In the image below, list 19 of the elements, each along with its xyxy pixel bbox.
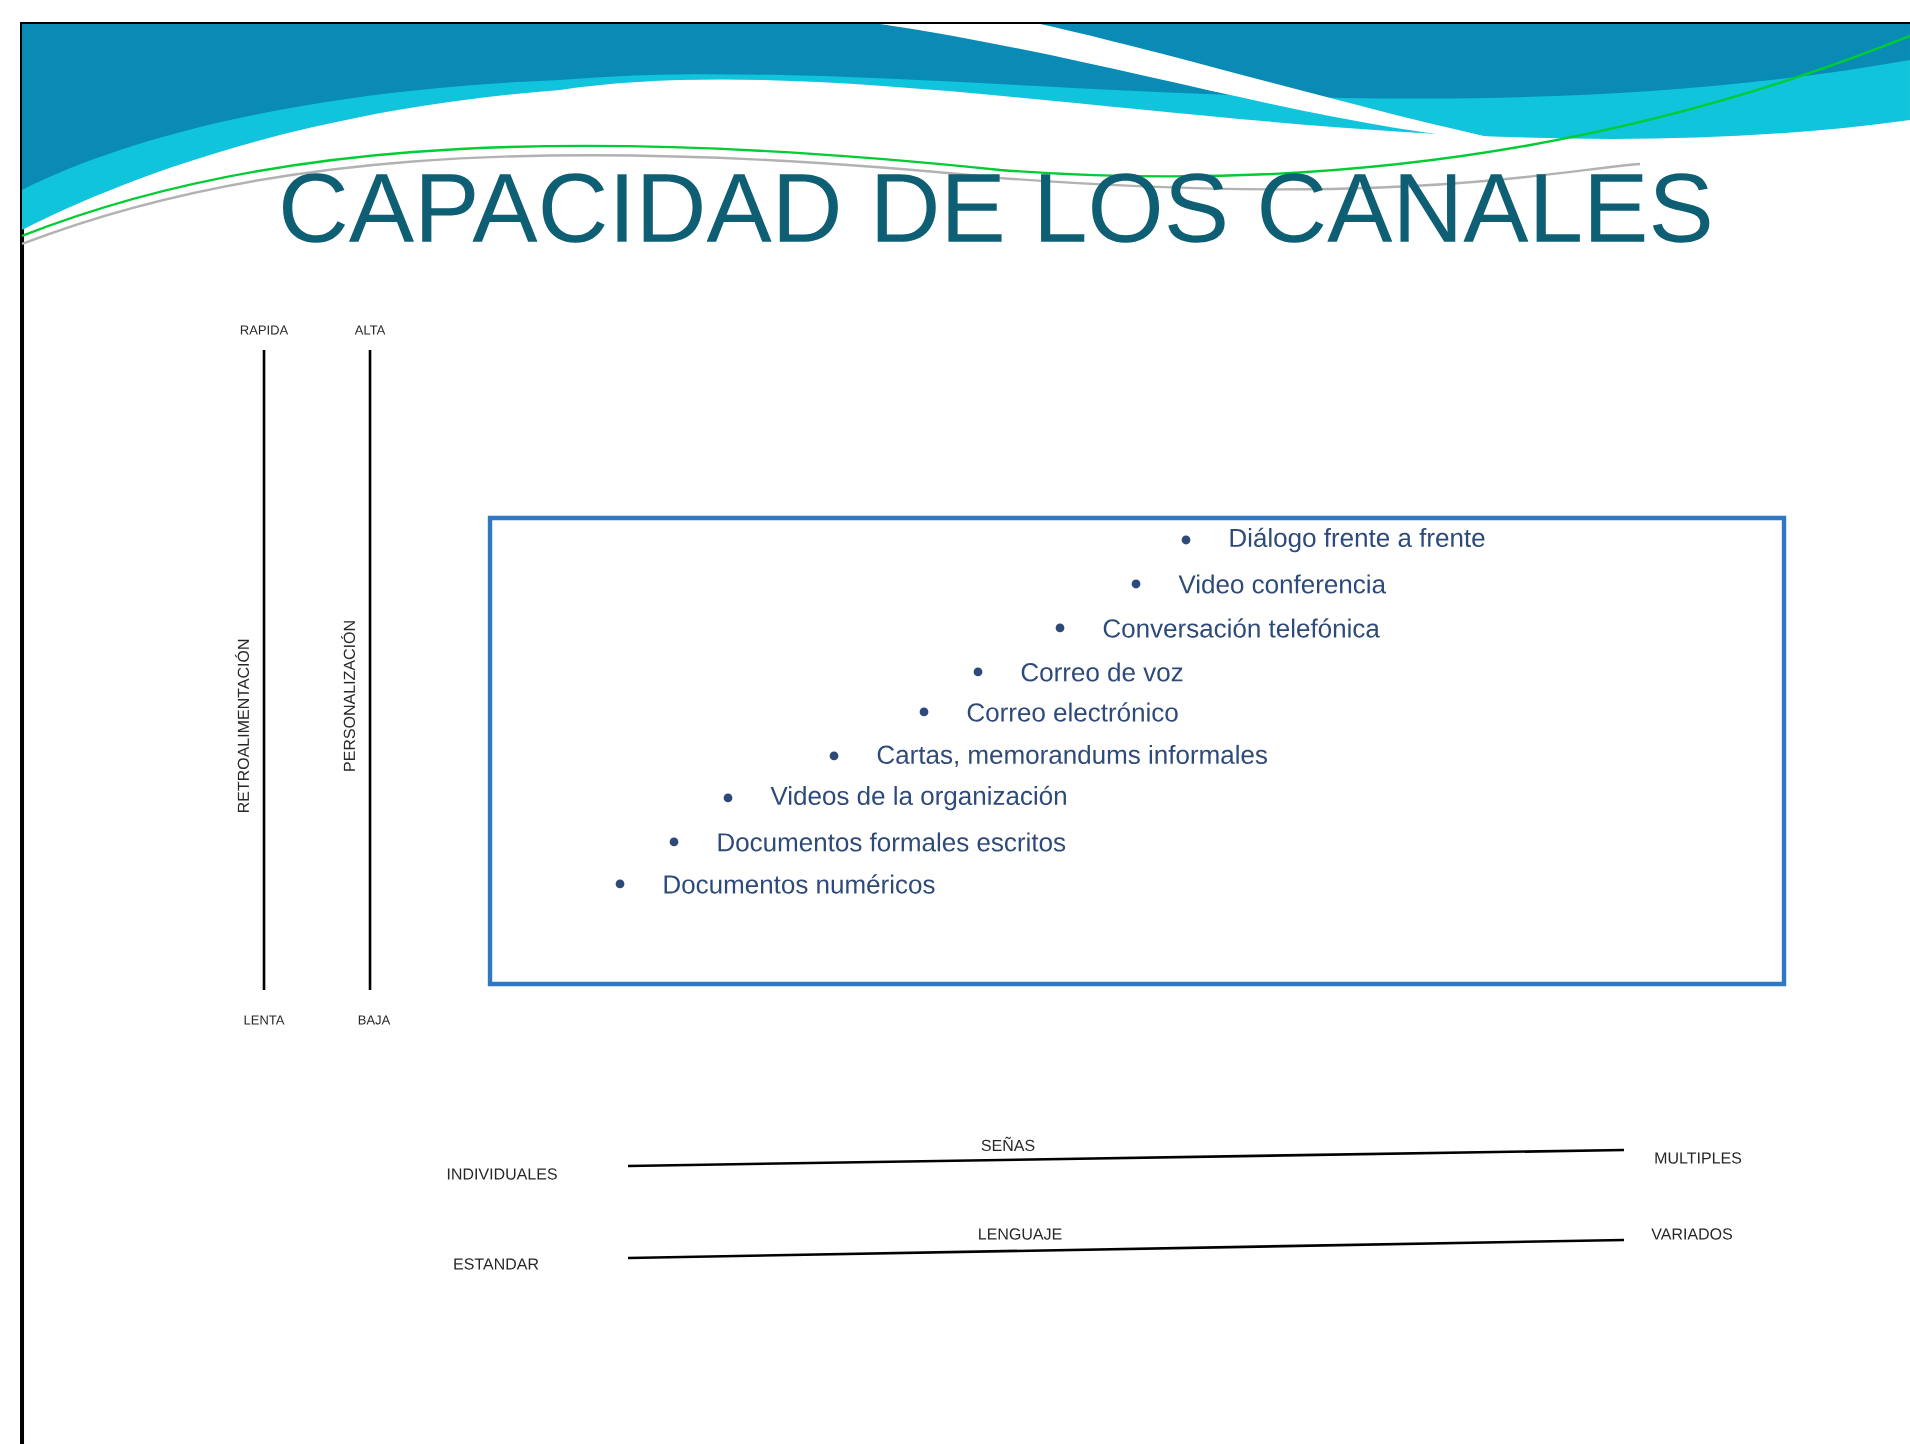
scale-end-label: INDIVIDUALES bbox=[447, 1168, 557, 1180]
line-label: LENGUAJE bbox=[979, 1228, 1062, 1240]
bullet-item: Documentos numéricos bbox=[615, 874, 935, 894]
axis-label: RETROALIMENTACIÓN bbox=[235, 639, 250, 813]
bullet-item: Documentos formales escritos bbox=[669, 832, 1066, 852]
bullet-item: Video conferencia bbox=[1131, 574, 1386, 594]
scale-end-label: ESTANDAR bbox=[454, 1258, 539, 1270]
bullet-item: Diálogo frente a frente bbox=[1181, 527, 1485, 553]
bullet-item: Conversación telefónica bbox=[1055, 618, 1380, 638]
line-label: SEÑAS bbox=[981, 1136, 1035, 1152]
scale-end-label: MULTIPLES bbox=[1655, 1152, 1742, 1164]
list-box bbox=[487, 515, 1787, 987]
bullet-item: Videos de la organización bbox=[723, 785, 1066, 811]
title: CAPACIDAD DE LOS CANALES bbox=[283, 173, 1710, 243]
bullet-item: Cartas, memorandums informales bbox=[829, 744, 1267, 768]
scale-end-label: VARIADOS bbox=[1651, 1228, 1733, 1240]
bullet-item: Correo de voz bbox=[973, 662, 1183, 682]
axis-label: PERSONALIZACIÓN bbox=[341, 621, 356, 771]
bullet-item: Correo electrónico bbox=[919, 702, 1178, 722]
